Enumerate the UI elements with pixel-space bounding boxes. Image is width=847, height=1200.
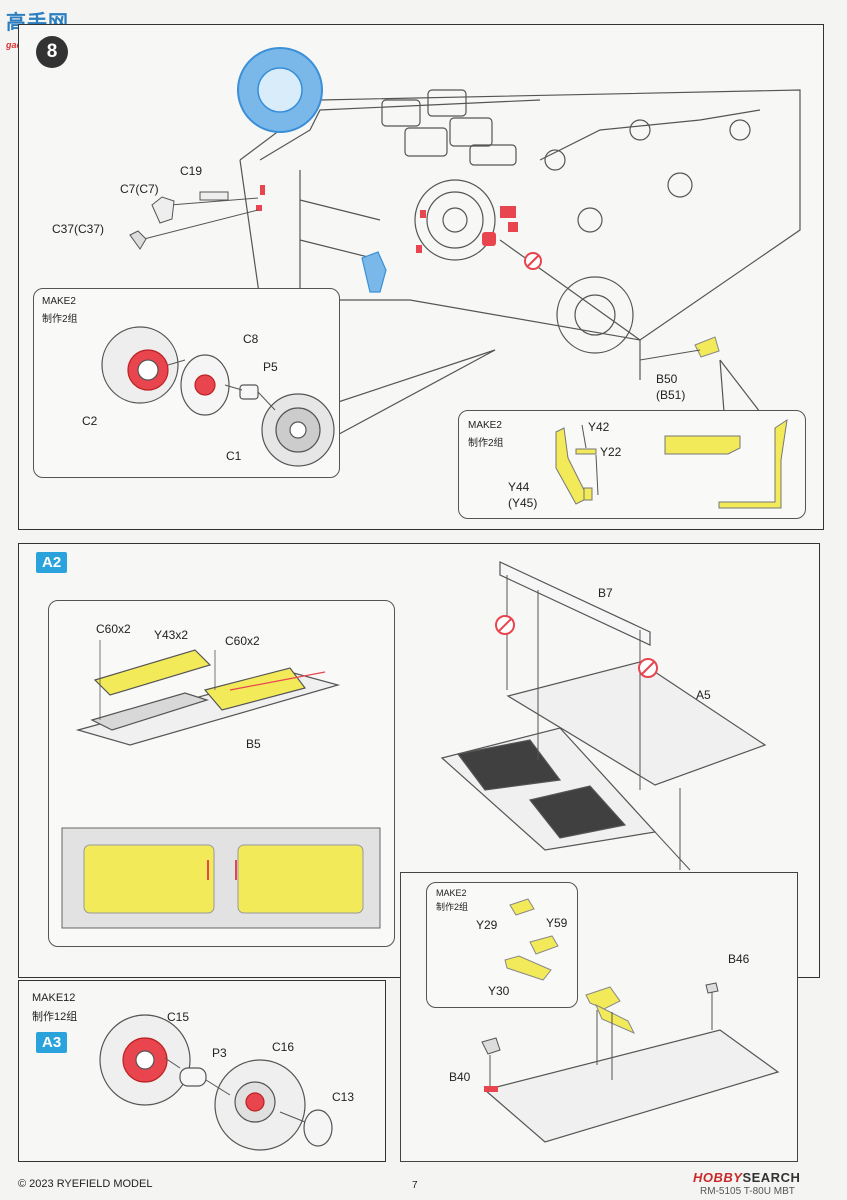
part-c7: C7(C7) xyxy=(120,182,159,196)
part-p5: P5 xyxy=(263,360,278,374)
part-y45: (Y45) xyxy=(508,496,538,510)
copyright: © 2023 RYEFIELD MODEL xyxy=(18,1178,153,1190)
model-code: RM-5105 T-80U MBT xyxy=(700,1186,795,1197)
part-b5: B5 xyxy=(246,737,261,751)
part-b46: B46 xyxy=(728,952,750,966)
pe-bracket-subassembly-box xyxy=(458,410,806,519)
hobby-search-logo: HOBBYSEARCH xyxy=(693,1170,800,1185)
part-b50: B50 xyxy=(656,372,678,386)
part-c60-right: C60x2 xyxy=(225,634,260,648)
a3-badge: A3 xyxy=(36,1032,68,1053)
make-label: MAKE2 xyxy=(42,296,76,307)
part-y42: Y42 xyxy=(588,420,610,434)
part-y43: Y43x2 xyxy=(154,628,189,642)
make-label: MAKE2 xyxy=(436,888,467,898)
part-y59: Y59 xyxy=(546,916,568,930)
part-c15: C15 xyxy=(167,1010,190,1024)
make-label-cn: 制作12组 xyxy=(32,1011,78,1023)
part-c60-left: C60x2 xyxy=(96,622,131,636)
part-c13: C13 xyxy=(332,1090,355,1104)
part-y44: Y44 xyxy=(508,480,530,494)
part-b7: B7 xyxy=(598,586,613,600)
part-a5: A5 xyxy=(696,688,711,702)
part-y30: Y30 xyxy=(488,984,510,998)
part-b40: B40 xyxy=(449,1070,471,1084)
part-c19: C19 xyxy=(180,164,203,178)
make-label: MAKE12 xyxy=(32,992,76,1004)
make-label-cn: 制作2组 xyxy=(42,314,78,325)
part-b51: (B51) xyxy=(656,388,686,402)
make-label-cn: 制作2组 xyxy=(468,438,504,449)
part-p3: P3 xyxy=(212,1046,227,1060)
logo-search: SEARCH xyxy=(742,1170,801,1185)
part-c37: C37(C37) xyxy=(52,222,105,236)
page-number: 7 xyxy=(412,1180,418,1191)
part-y29: Y29 xyxy=(476,918,498,932)
part-c1: C1 xyxy=(226,449,242,463)
part-c16: C16 xyxy=(272,1040,295,1054)
part-y22: Y22 xyxy=(600,445,622,459)
step-number: 8 xyxy=(36,36,68,68)
part-c2: C2 xyxy=(82,414,98,428)
make-label-cn: 制作2组 xyxy=(436,902,469,912)
make-label: MAKE2 xyxy=(468,420,502,431)
a2-badge: A2 xyxy=(36,552,68,573)
logo-brand: HOBBY xyxy=(693,1170,743,1185)
part-c8: C8 xyxy=(243,332,259,346)
